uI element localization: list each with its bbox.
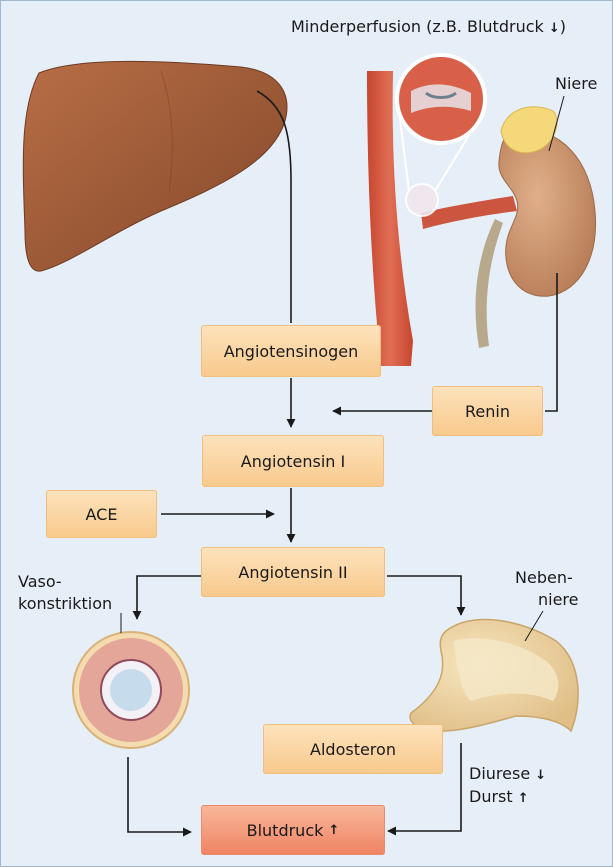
liver-illustration	[23, 61, 287, 271]
durst-label: Durst ↑	[469, 786, 529, 809]
box-renin: Renin	[432, 386, 543, 436]
box-blutdruck: Blutdruck ↑	[201, 805, 385, 855]
box-ace: ACE	[46, 490, 157, 538]
vasoconstriction-label-line2: konstriktion	[18, 593, 112, 614]
down-arrow-icon: ↓	[535, 768, 546, 783]
kidney-illustration	[499, 129, 596, 296]
perfusion-label: Minderperfusion (z.B. Blutdruck ↓)	[291, 16, 611, 39]
diurese-label: Diurese ↓	[469, 763, 546, 786]
kidney-label: Niere	[555, 73, 597, 94]
box-angiotensin-2: Angiotensin II	[201, 547, 385, 597]
box-angiotensin-1: Angiotensin I	[202, 435, 384, 487]
adrenal-label-line2: niere	[538, 589, 579, 610]
up-arrow-icon: ↑	[328, 823, 339, 838]
blutdruck-label: Blutdruck	[247, 821, 324, 840]
vasoconstriction-label-line1: Vaso-	[18, 571, 62, 592]
adrenal-label-line1: Neben-	[515, 567, 573, 588]
box-aldosteron: Aldosteron	[263, 724, 443, 774]
vessel-cross-section	[73, 632, 189, 748]
box-angiotensinogen: Angiotensinogen	[201, 325, 381, 377]
up-arrow-icon: ↑	[518, 791, 529, 806]
